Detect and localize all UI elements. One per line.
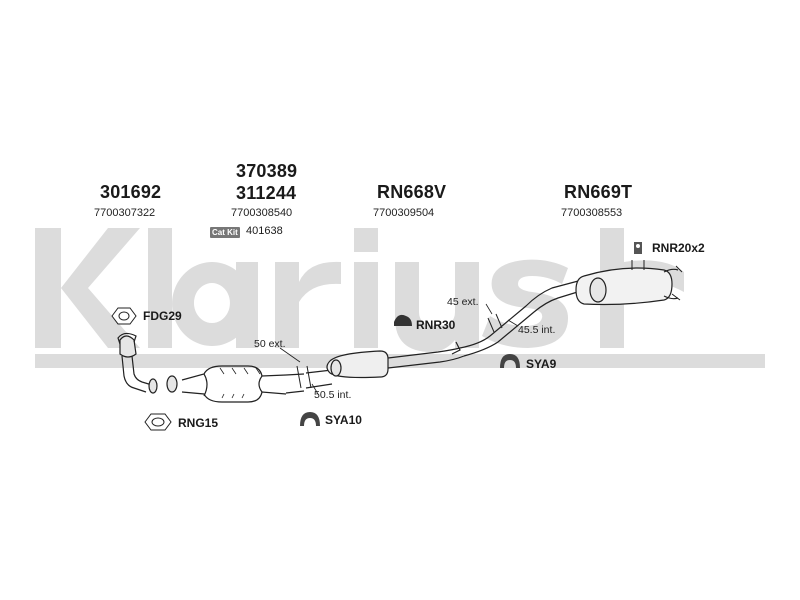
rnr30-label: RNR30 [416, 318, 456, 332]
sya10-bracket-icon [300, 412, 320, 426]
sya10-label: SYA10 [325, 413, 362, 427]
rng15-label: RNG15 [178, 416, 219, 430]
middle-silencer-oem-number: 7700309504 [373, 207, 435, 219]
dimension-45-5-int: 45.5 int. [518, 324, 556, 336]
front-pipe-part-number: 301692 [100, 182, 162, 202]
dimension-50-5-int: 50.5 int. [314, 389, 352, 401]
front-pipe-drawing [117, 332, 158, 394]
rng15-gasket-icon [144, 413, 172, 431]
middle-silencer-part-number: RN668V [377, 182, 447, 202]
rnr30-rubber-icon [394, 314, 412, 326]
rnr20-hanger-icon [634, 242, 642, 254]
sya9-label: SYA9 [526, 357, 557, 371]
rear-silencer-part-number: RN669T [564, 182, 633, 202]
flange-gasket-drawing [166, 375, 178, 393]
catalyst-drawing [181, 365, 305, 403]
cat-kit-badge: Cat Kit [210, 227, 240, 238]
fdg29-label: FDG29 [143, 309, 182, 323]
rear-silencer-drawing [575, 260, 683, 306]
dimension-45-ext: 45 ext. [447, 296, 479, 308]
sya9-bracket-icon [500, 354, 520, 368]
rear-silencer-oem-number: 7700308553 [561, 207, 623, 219]
middle-silencer-drawing [305, 341, 465, 389]
catalyst-oem-number: 7700308540 [231, 207, 293, 219]
rnr20x2-label: RNR20x2 [652, 241, 705, 255]
cat-kit-number: 401638 [246, 225, 283, 237]
rear-pipe-drawing [459, 279, 585, 357]
dimension-50-ext: 50 ext. [254, 338, 286, 350]
front-pipe-oem-number: 7700307322 [94, 207, 156, 219]
catalyst-alt-part-number: 370389 [236, 161, 298, 181]
fdg29-gasket-icon [111, 307, 137, 325]
catalyst-part-number: 311244 [236, 183, 297, 203]
